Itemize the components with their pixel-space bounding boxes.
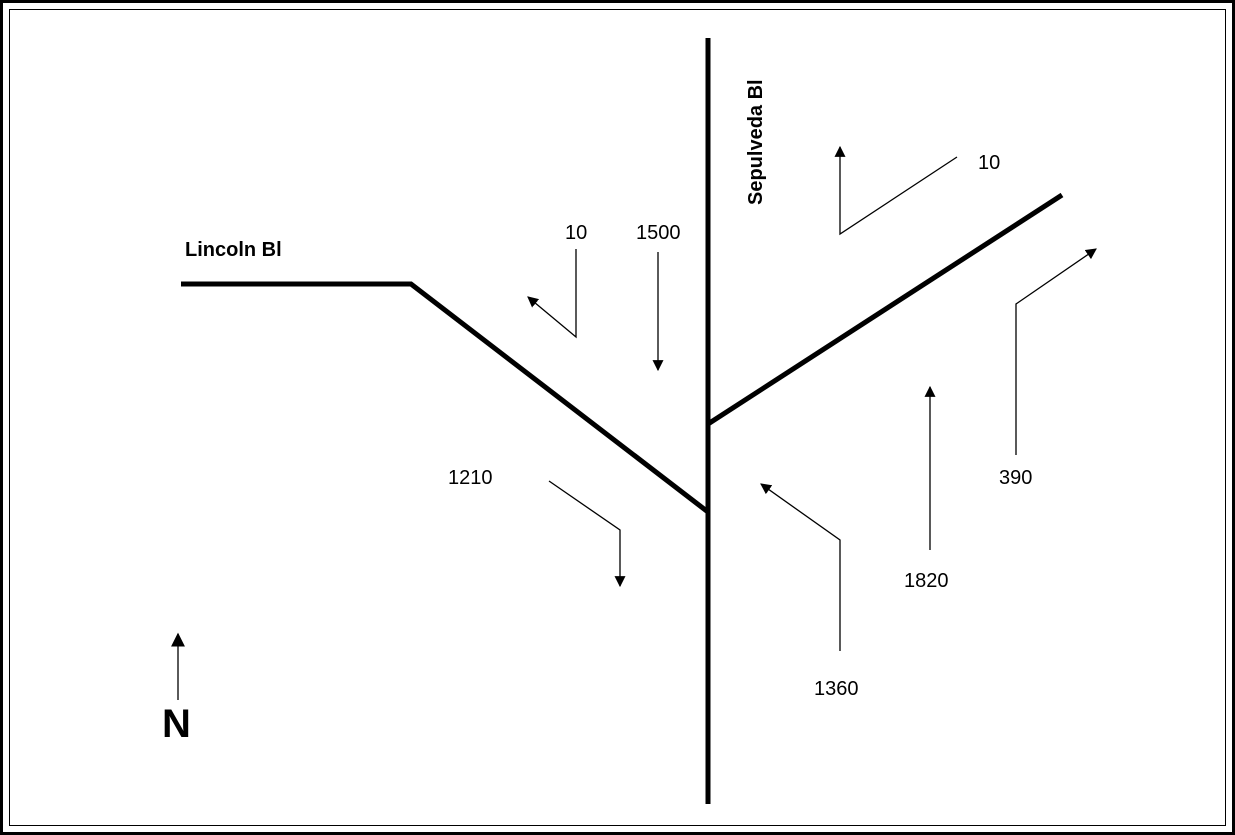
lincoln-bl-road	[181, 281, 710, 514]
sepulveda-nb-through-volume: 1820	[904, 570, 949, 592]
sepulveda-sb-through-volume: 1500	[636, 222, 681, 244]
lincoln-sb-right-arrow	[548, 480, 626, 588]
lincoln-bl-label: Lincoln Bl	[185, 239, 282, 261]
sepulveda-nb-left-volume: 1360	[814, 678, 859, 700]
northeast-leg-turn-volume: 10	[978, 152, 1000, 174]
northeast-leg-road	[706, 192, 1064, 427]
northeast-leg-right-volume: 390	[999, 467, 1032, 489]
north-label: N	[162, 702, 191, 746]
lincoln-nb-left-volume: 10	[565, 222, 587, 244]
sepulveda-bl-label: Sepulveda Bl	[745, 79, 767, 205]
northeast-leg-right-arrow	[1015, 248, 1097, 455]
sepulveda-nb-left-arrow	[760, 483, 841, 651]
diagram-inner-border	[9, 9, 1226, 826]
northeast-leg-turn-arrow	[834, 145, 958, 236]
lincoln-nb-left-arrow	[527, 249, 577, 339]
lincoln-sb-right-volume: 1210	[448, 467, 493, 489]
